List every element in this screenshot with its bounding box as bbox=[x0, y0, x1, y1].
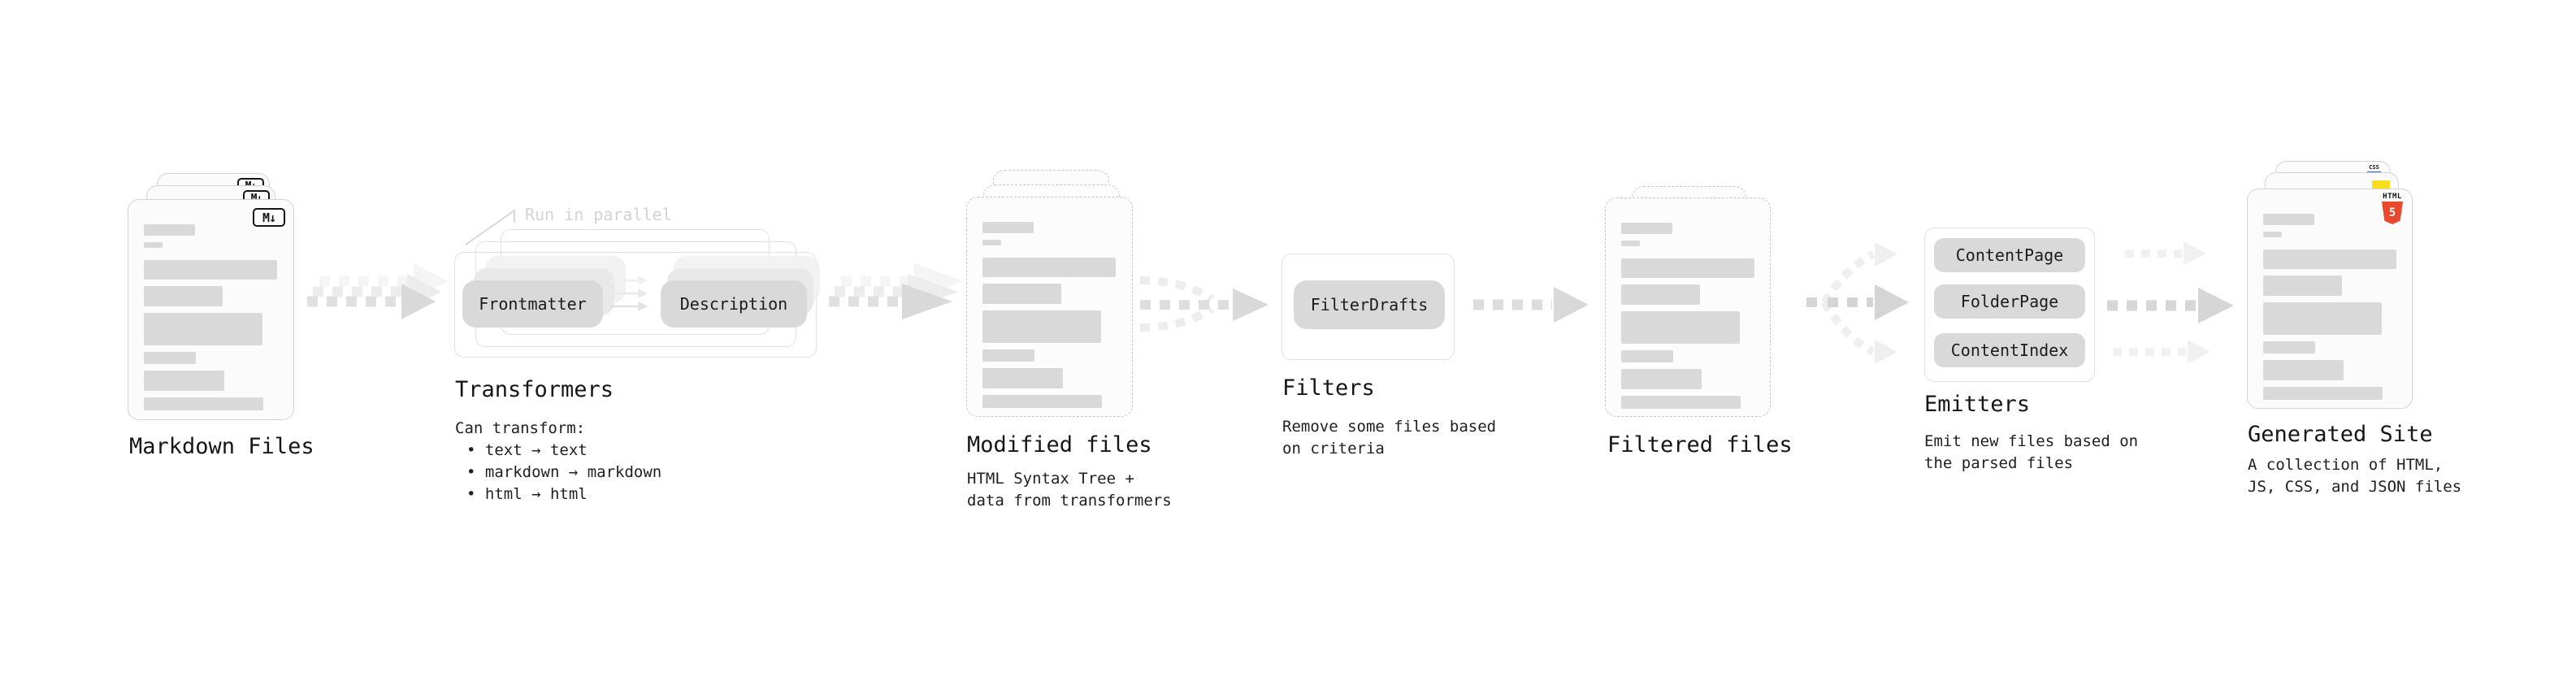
modified-files-label: Modified files bbox=[967, 432, 1152, 458]
filter-drafts-pill: FilterDrafts bbox=[1294, 280, 1445, 329]
generated-site-label: Generated Site bbox=[2248, 422, 2433, 447]
run-in-parallel-pointer bbox=[465, 209, 515, 245]
transformer-output-pill: Description bbox=[661, 280, 807, 327]
arrow-emitters-to-site bbox=[2107, 241, 2234, 364]
transform-flow-arrows bbox=[609, 275, 648, 311]
transformers-description: Can transform: • text → text • markdown … bbox=[455, 419, 662, 503]
emitters-label: Emitters bbox=[1924, 392, 2031, 417]
modified-file-card bbox=[966, 197, 1133, 417]
file-content-placeholder bbox=[128, 200, 293, 410]
arrow-markdown-to-transformers bbox=[307, 263, 448, 319]
file-content-placeholder bbox=[967, 197, 1132, 408]
emitters-box bbox=[1924, 228, 2095, 382]
emitter-pill-content-page: ContentPage bbox=[1934, 238, 2085, 272]
run-in-parallel-annotation: Run in parallel bbox=[525, 205, 672, 224]
emitter-pill-folder-page: FolderPage bbox=[1934, 284, 2085, 319]
markdown-files-label: Markdown Files bbox=[129, 434, 314, 459]
emitters-description: Emit new files based on the parsed files bbox=[1924, 432, 2139, 472]
html5-icon: HTML 5 bbox=[2381, 193, 2404, 224]
site-file-card-html: HTML 5 bbox=[2247, 189, 2413, 409]
modified-files-description: HTML Syntax Tree + data from transformer… bbox=[967, 470, 1172, 510]
filters-label: Filters bbox=[1282, 375, 1375, 401]
filters-box bbox=[1281, 254, 1455, 360]
arrow-modified-to-filters bbox=[1139, 276, 1268, 332]
filtered-files-label: Filtered files bbox=[1607, 432, 1793, 458]
arrow-filtered-to-emitters bbox=[1806, 242, 1909, 364]
file-content-placeholder bbox=[1606, 198, 1770, 409]
arrow-transformers-to-modified bbox=[829, 263, 965, 319]
markdown-icon: M↓ bbox=[253, 208, 285, 227]
transformer-box bbox=[454, 252, 817, 358]
file-content-placeholder bbox=[2248, 189, 2412, 400]
markdown-file-card: M↓ bbox=[128, 199, 294, 420]
transformer-input-pill: Frontmatter bbox=[462, 280, 603, 327]
filters-description: Remove some files based on criteria bbox=[1282, 418, 1497, 458]
emitter-pill-content-index: ContentIndex bbox=[1934, 333, 2085, 367]
arrow-filters-to-filtered bbox=[1473, 287, 1589, 323]
transformers-label: Transformers bbox=[455, 377, 614, 402]
generated-site-description: A collection of HTML, JS, CSS, and JSON … bbox=[2248, 456, 2462, 496]
filtered-file-card bbox=[1605, 197, 1771, 417]
